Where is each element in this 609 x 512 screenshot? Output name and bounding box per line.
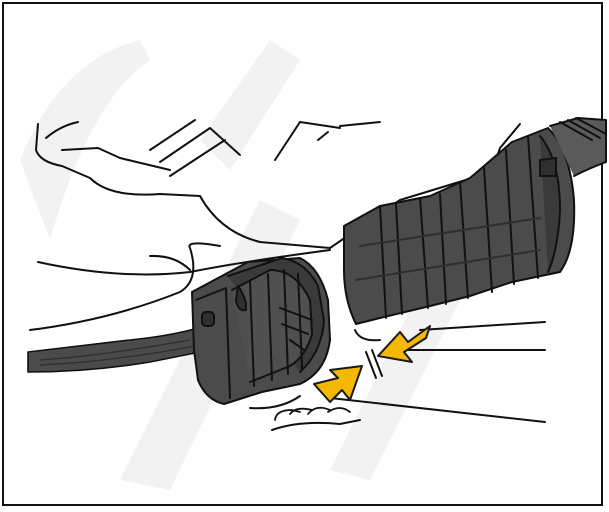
cable (28, 328, 200, 372)
arrow-push-right (314, 366, 362, 402)
connector-socket-right (344, 118, 606, 324)
connector-plug-left (192, 258, 330, 404)
hand-outline (275, 408, 350, 420)
